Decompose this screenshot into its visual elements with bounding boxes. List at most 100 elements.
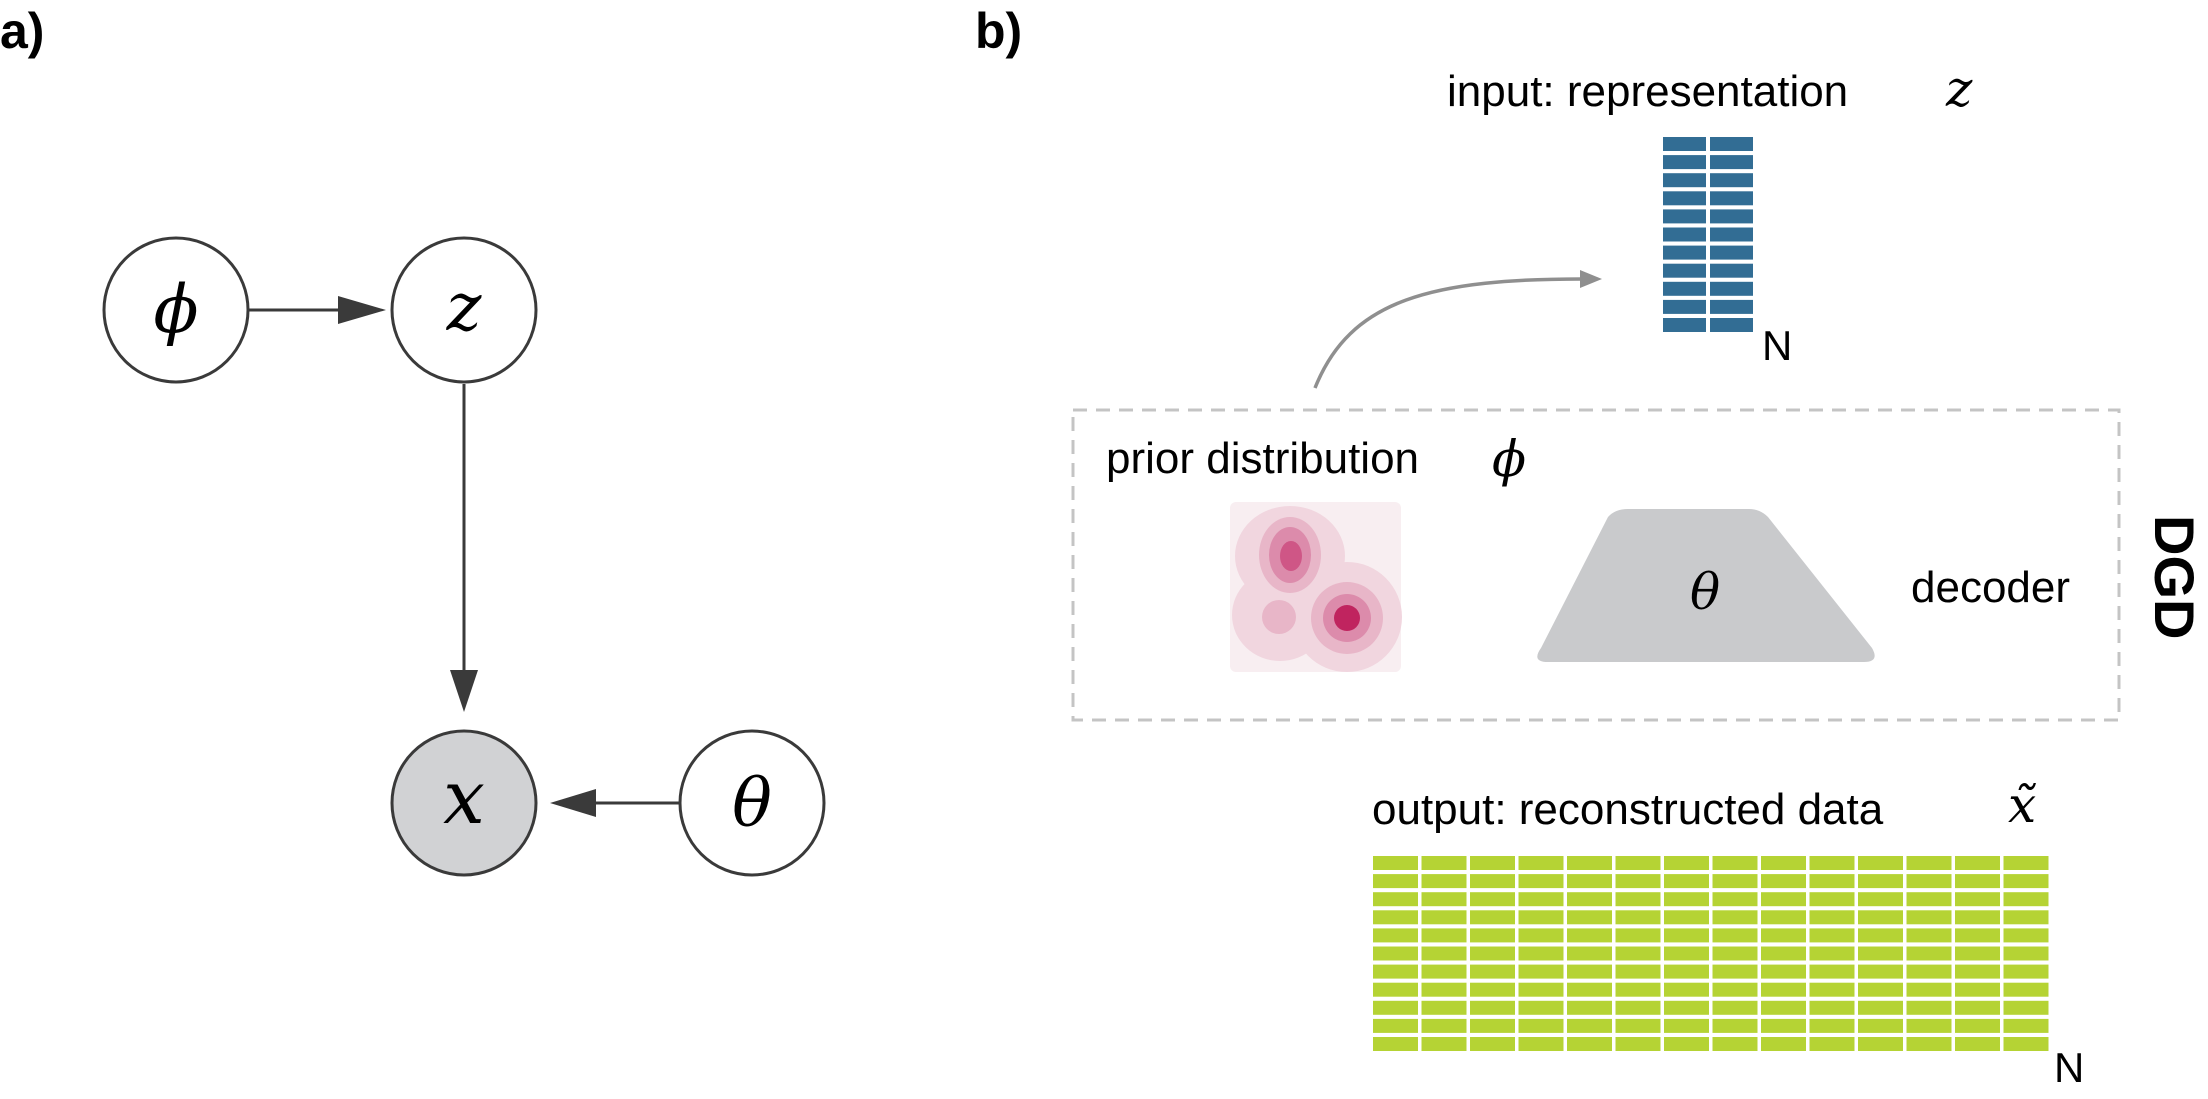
input-matrix-cell [1663,263,1706,278]
output-matrix-cell [1518,856,1564,870]
input-matrix-cell [1710,318,1753,332]
node-z-symbol: z [446,269,483,346]
output-matrix-cell [1470,856,1515,870]
output-matrix-cell [1615,856,1661,870]
output-matrix-cell [2003,892,2049,907]
output-matrix-cell [1955,964,2000,979]
output-matrix-cell [1664,1037,1709,1051]
input-matrix-cell [1663,245,1706,260]
output-matrix-cell [1373,892,1418,907]
output-matrix-cell [1906,946,1952,961]
input-label: input: representation [1447,67,1848,116]
node-phi: ϕ [102,236,250,384]
input-matrix-cell [1710,137,1753,151]
output-matrix-cell [1906,928,1952,943]
node-z-circle [390,236,538,384]
output-matrix-cell [1858,874,1903,889]
decoder-label: decoder [1911,563,2070,612]
output-matrix-cell [1615,946,1661,961]
node-theta: θ [678,729,826,877]
output-matrix-cell [1906,874,1952,889]
output-matrix-cell [2003,874,2049,889]
output-matrix-cell [1712,856,1758,870]
output-matrix-cell [1955,874,2000,889]
output-matrix-cell [1567,928,1612,943]
output-matrix-cell [1858,910,1903,925]
output-matrix-cell [1906,1018,1952,1033]
output-matrix-cell [1518,1000,1564,1015]
output-matrix-cell [1567,1018,1612,1033]
output-matrix-cell [1373,982,1418,997]
output-matrix-cell [1518,982,1564,997]
output-matrix-cell [1761,928,1806,943]
output-matrix-cell [1664,964,1709,979]
input-matrix-cell [1710,155,1753,170]
output-matrix-cell [1615,964,1661,979]
output-matrix-cell [1518,964,1564,979]
output-matrix-cell [1809,910,1855,925]
output-matrix-cell [1615,1018,1661,1033]
output-matrix-cell [1712,928,1758,943]
input-matrix-cell [1710,299,1753,314]
output-matrix-cell [1470,892,1515,907]
prior-to-input-arrowhead [1580,270,1602,288]
node-phi-symbol: ϕ [154,271,199,348]
output-matrix-cell [1809,982,1855,997]
input-matrix-cell [1663,281,1706,296]
dgd-label: DGD [2143,515,2206,639]
output-matrix-cell [1518,1018,1564,1033]
arrowhead-theta-to-x [550,789,596,817]
input-matrix-cell [1663,227,1706,242]
input-matrix-cell [1663,137,1706,151]
output-matrix-cell [1518,910,1564,925]
arrowhead-z-to-x [450,670,478,712]
output-matrix-cell [1470,946,1515,961]
output-matrix-cell [1858,964,1903,979]
output-matrix-cell [1518,874,1564,889]
output-matrix-cell [1664,874,1709,889]
output-matrix-cell [1470,1018,1515,1033]
output-matrix-cell [2003,1000,2049,1015]
output-matrix-cell [1712,982,1758,997]
output-matrix-cell [1712,1037,1758,1051]
output-matrix-cell [1567,964,1612,979]
output-matrix-cell [1809,1000,1855,1015]
input-matrix-cell [1663,318,1706,332]
input-matrix-cell [1663,191,1706,206]
output-matrix-cell [1858,946,1903,961]
output-matrix-cell [1858,928,1903,943]
output-matrix-cell [1664,928,1709,943]
output-matrix-cell [1906,1000,1952,1015]
output-matrix-cell [1567,1037,1612,1051]
output-matrix-cell [1567,874,1612,889]
output-matrix-cell [1761,982,1806,997]
output-matrix-cell [1955,1037,2000,1051]
output-matrix-cell [1373,1018,1418,1033]
node-theta-circle [678,729,826,877]
output-matrix-cell [1712,892,1758,907]
output-count-label: N [2054,1044,2084,1091]
prior-symbol: ϕ [1492,430,1526,488]
decoder-symbol: θ [1690,563,1720,621]
panel-b-label: b) [975,3,1022,59]
decoder-shape [1537,509,1875,662]
output-matrix-cell [1615,1000,1661,1015]
output-matrix-cell [1567,982,1612,997]
output-matrix-cell [1518,892,1564,907]
output-matrix-cell [1761,856,1806,870]
output-matrix-cell [1470,1000,1515,1015]
input-matrix-cell [1710,281,1753,296]
input-matrix-cell [1710,227,1753,242]
output-matrix-cell [1906,856,1952,870]
prior-mode-upper-core [1280,541,1302,571]
output-matrix-cell [1421,928,1467,943]
output-matrix-cell [1955,1018,2000,1033]
output-matrix-cell [1664,946,1709,961]
output-symbol: x̃ [2008,776,2036,834]
output-matrix-cell [1470,964,1515,979]
output-matrix-cell [1955,928,2000,943]
output-matrix-cell [1712,1018,1758,1033]
node-x-circle [390,729,538,877]
output-matrix-cell [1858,892,1903,907]
